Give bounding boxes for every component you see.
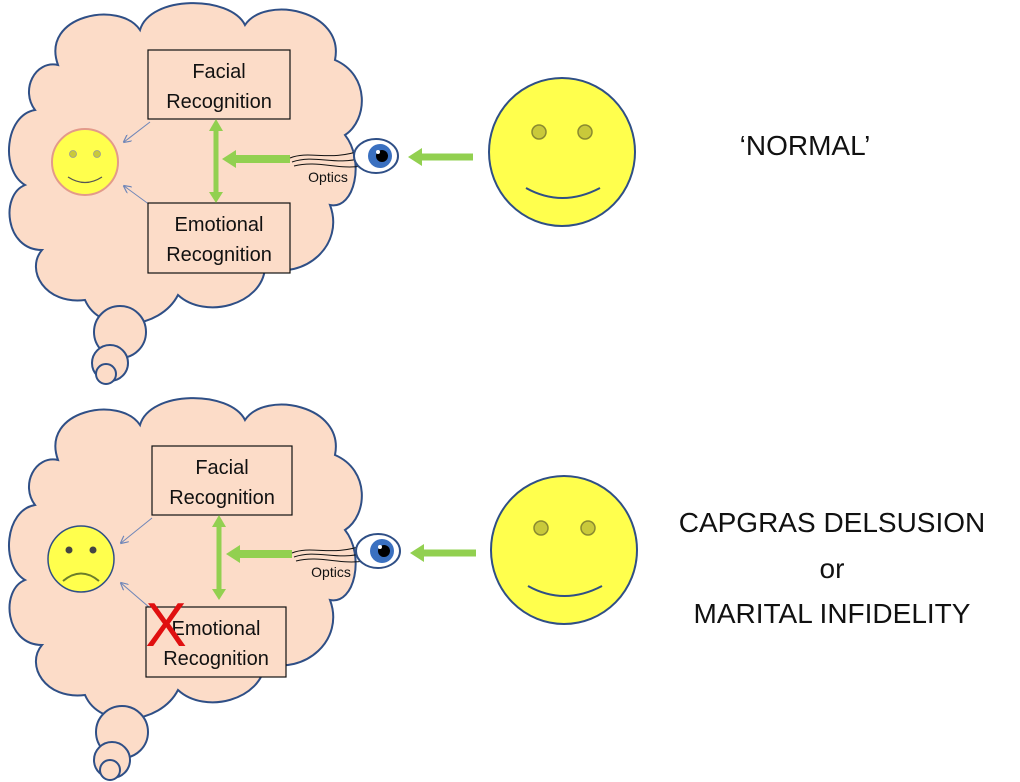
connector-arrow — [124, 121, 151, 142]
capgras-label-line3: MARITAL INFIDELITY — [694, 598, 971, 629]
thought-bubble-tiny — [95, 363, 117, 385]
normal-label: ‘NORMAL’ — [740, 130, 871, 161]
emotional-recognition-box: Emotional Recognition — [147, 202, 291, 274]
panel-capgras: Facial Recognition Emotional Recognition… — [8, 397, 986, 781]
eye-icon — [353, 138, 399, 174]
smiley-face-icon — [51, 128, 119, 196]
facial-recognition-box: Facial Recognition — [147, 49, 291, 120]
input-arrow — [410, 544, 476, 562]
facial-box-line1: Facial — [195, 457, 248, 479]
emotional-box-line1: Emotional — [175, 214, 264, 236]
emotional-box-line2: Recognition — [166, 244, 272, 266]
sad-face-icon — [47, 525, 115, 593]
facial-box-line1: Facial — [192, 61, 245, 83]
facial-box-line2: Recognition — [169, 487, 275, 509]
emotional-box-line1: Emotional — [172, 618, 261, 640]
input-arrow — [408, 148, 473, 166]
connector-arrow — [124, 186, 151, 206]
facial-recognition-box: Facial Recognition — [151, 445, 293, 516]
signal-pathway — [212, 515, 292, 600]
optics-label: Optics — [311, 564, 351, 580]
connector-arrow — [121, 583, 151, 609]
eye-icon — [355, 533, 401, 569]
connector-arrow — [121, 517, 153, 543]
panel-normal: Facial Recognition Emotional Recognition… — [8, 2, 871, 385]
capgras-label-line1: CAPGRAS DELSUSION — [679, 507, 986, 538]
emotional-recognition-box: Emotional Recognition — [145, 606, 287, 678]
large-smiley-face-icon — [488, 77, 636, 227]
capgras-label-line2: or — [820, 553, 845, 584]
blocked-x-mark: X — [145, 591, 186, 660]
optics-label: Optics — [308, 169, 348, 185]
facial-box-line2: Recognition — [166, 91, 272, 113]
signal-pathway — [209, 119, 290, 203]
thought-bubble-tiny — [99, 759, 121, 781]
large-smiley-face-icon — [490, 475, 638, 625]
emotional-box-line2: Recognition — [163, 648, 269, 670]
